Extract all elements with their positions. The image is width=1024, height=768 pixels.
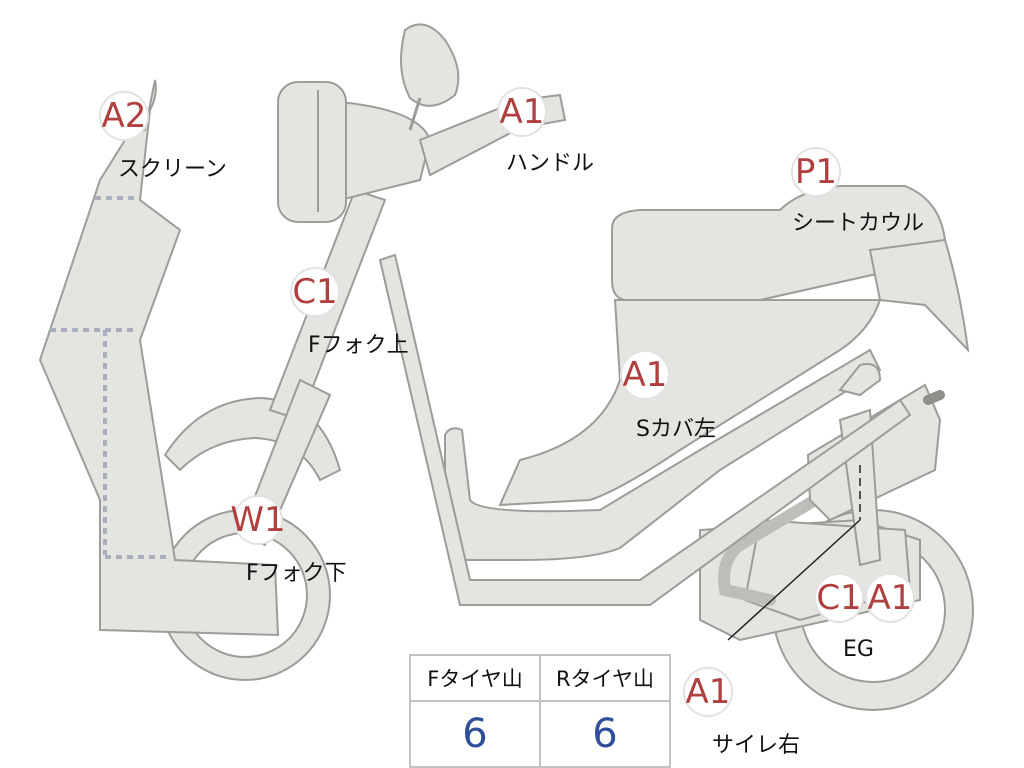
rear-tire-value: 6 xyxy=(539,700,671,768)
headlight-housing xyxy=(339,100,432,202)
leader-line-silencer xyxy=(727,519,861,641)
lower-frame xyxy=(378,253,912,606)
rear-fender xyxy=(838,363,882,397)
muffler-tip xyxy=(923,390,945,405)
front-fork xyxy=(268,188,387,422)
mirror-stem xyxy=(408,97,422,131)
side-cover-left xyxy=(498,299,882,507)
leg-shield xyxy=(38,79,280,637)
handlebar xyxy=(418,93,567,177)
muffler xyxy=(806,383,942,522)
headlight xyxy=(277,81,347,223)
seat-cowl xyxy=(868,238,970,353)
seat xyxy=(611,185,947,301)
exhaust-pipe xyxy=(718,494,821,606)
rear-tire-header: Rタイヤ山 xyxy=(539,654,671,702)
mirror xyxy=(400,23,460,107)
front-tire-header: Fタイヤ山 xyxy=(409,654,541,702)
front-tire-value: 6 xyxy=(409,700,541,768)
tire-tread-table: Fタイヤ山 Rタイヤ山 6 6 xyxy=(409,654,671,768)
